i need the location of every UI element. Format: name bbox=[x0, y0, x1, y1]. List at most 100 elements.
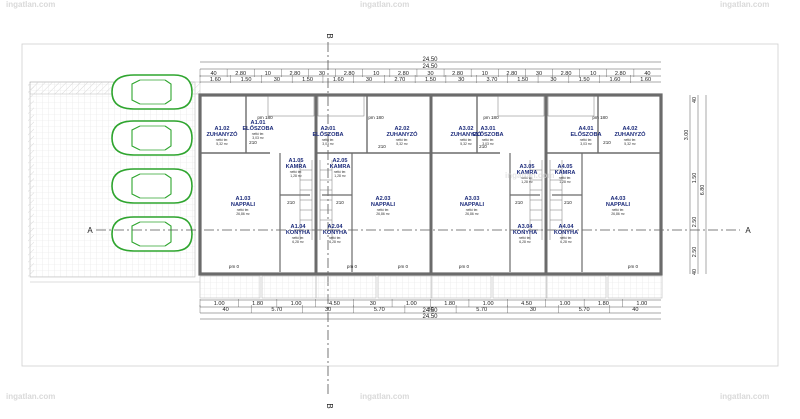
room-code: A3.05 bbox=[520, 164, 535, 170]
room-name: KONYHA bbox=[554, 230, 578, 236]
dim-bottom-row1-value: 1.80 bbox=[598, 301, 609, 307]
parked-cars bbox=[111, 74, 193, 252]
room-code: A4.04 bbox=[559, 224, 575, 230]
room-name: KONYHA bbox=[323, 230, 347, 236]
window-tag: pm 0 bbox=[398, 264, 409, 269]
dim-top-row2-value: 1.60 bbox=[609, 77, 620, 83]
window-tag: pm 0 bbox=[628, 264, 639, 269]
room-area-label: nettó ter. bbox=[466, 208, 479, 212]
room-name: NAPPALI bbox=[371, 202, 396, 208]
room-area: 6,28 m² bbox=[292, 240, 304, 244]
dim-top-row1-value: 2.80 bbox=[344, 71, 355, 77]
room-area: 3,03 m² bbox=[252, 136, 264, 140]
dim-bottom-outer: 24.50 bbox=[422, 314, 438, 320]
room-area: 5,32 m² bbox=[396, 142, 408, 146]
dim-right-value: 6.80 bbox=[700, 185, 706, 196]
dim-top-row1-value: 2.80 bbox=[561, 71, 572, 77]
section-a-left-label: A bbox=[87, 226, 93, 235]
room-area: 1,28 m² bbox=[521, 180, 533, 184]
room-name: NAPPALI bbox=[231, 202, 256, 208]
dim-top-row1-value: 2.80 bbox=[615, 71, 626, 77]
room-area-label: nettó ter. bbox=[334, 170, 347, 174]
room-area-label: nettó ter. bbox=[624, 138, 637, 142]
dim-bottom-row1-value: 1.80 bbox=[444, 301, 455, 307]
room-code: A1.01 bbox=[251, 120, 266, 126]
dim-bottom-row2-value: 30 bbox=[325, 307, 331, 313]
dim-top-row2-value: 3.70 bbox=[487, 77, 498, 83]
car bbox=[111, 216, 193, 252]
room-name: KAMRA bbox=[555, 170, 576, 176]
room-code: A4.03 bbox=[611, 196, 626, 202]
dim-bottom-row1-value: 4.50 bbox=[329, 301, 340, 307]
parking-edge bbox=[28, 82, 34, 277]
dim-bottom-row1-value: 1.00 bbox=[214, 301, 225, 307]
room-area: 26,86 m² bbox=[376, 212, 390, 216]
room-area-label: nettó ter. bbox=[560, 236, 573, 240]
room-area: 5,32 m² bbox=[216, 142, 228, 146]
room-area-label: nettó ter. bbox=[290, 170, 303, 174]
room-area-label: nettó ter. bbox=[612, 208, 625, 212]
room-name: ELŐSZOBA bbox=[242, 125, 273, 132]
dim-top-row2-value: 1.60 bbox=[333, 77, 344, 83]
room-area-label: nettó ter. bbox=[252, 132, 265, 136]
dim-bottom-row1-value: 30 bbox=[370, 301, 376, 307]
room-name: ELŐSZOBA bbox=[472, 131, 503, 138]
dim-top-row2-value: 1.50 bbox=[579, 77, 590, 83]
door-tag: 210 bbox=[564, 200, 572, 205]
room-name: ELŐSZOBA bbox=[570, 131, 601, 138]
door-tag: 210 bbox=[287, 200, 295, 205]
dim-top-inner: 24.50 bbox=[422, 64, 438, 70]
room-code: A3.03 bbox=[465, 196, 480, 202]
room-code: A1.02 bbox=[215, 126, 230, 132]
dim-top-row1-value: 30 bbox=[536, 71, 542, 77]
room-area-label: nettó ter. bbox=[237, 208, 250, 212]
window-tag: pm 180 bbox=[592, 115, 608, 120]
room-area: 26,86 m² bbox=[236, 212, 250, 216]
room-name: ZUHANYZÓ bbox=[450, 130, 482, 138]
room-code: A4.05 bbox=[558, 164, 573, 170]
room-name: NAPPALI bbox=[606, 202, 631, 208]
staircases bbox=[267, 95, 595, 240]
watermark-center: ingatlan.com bbox=[505, 171, 554, 180]
dim-bottom-row2-value: 40 bbox=[632, 307, 638, 313]
room-area: 6,28 m² bbox=[519, 240, 531, 244]
room-name: ZUHANYZÓ bbox=[386, 130, 418, 138]
room-area: 6,28 m² bbox=[560, 240, 572, 244]
dim-top-row1-value: 2.80 bbox=[506, 71, 517, 77]
dim-top-row2-value: 1.50 bbox=[425, 77, 436, 83]
car bbox=[111, 74, 193, 110]
room-area-label: nettó ter. bbox=[521, 176, 534, 180]
room-area-label: nettó ter. bbox=[519, 236, 532, 240]
door-tag: 210 bbox=[378, 144, 386, 149]
room-area-label: nettó ter. bbox=[559, 176, 572, 180]
dim-top-row2-value: 30 bbox=[458, 77, 464, 83]
dim-right-value: 3.00 bbox=[684, 130, 690, 141]
dim-top-outer: 24.50 bbox=[422, 57, 438, 63]
dim-top-row1-value: 10 bbox=[482, 71, 488, 77]
dim-bottom-row2-value: 5.70 bbox=[476, 307, 487, 313]
watermark-top-right: ingatlan.com bbox=[720, 0, 769, 9]
dim-top-row2-value: 30 bbox=[550, 77, 556, 83]
dim-top-row1-value: 10 bbox=[590, 71, 596, 77]
dim-bottom-row1-value: 1.00 bbox=[560, 301, 571, 307]
room-name: KAMRA bbox=[330, 164, 351, 170]
room-name: KONYHA bbox=[286, 230, 310, 236]
door-tag: 210 bbox=[515, 200, 523, 205]
